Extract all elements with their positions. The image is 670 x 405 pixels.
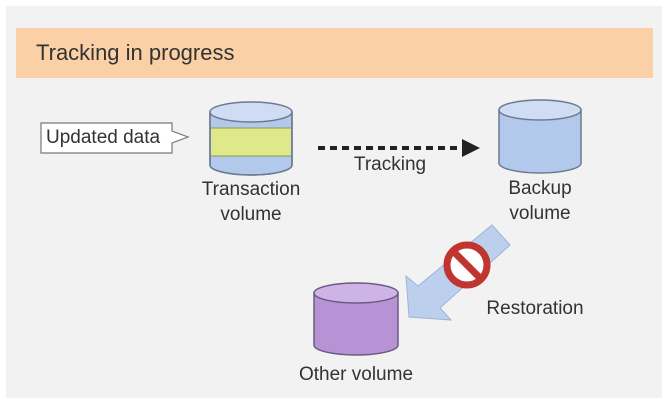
restoration-label: Restoration <box>486 298 584 319</box>
backup-volume-label-line1: Backup <box>508 178 572 199</box>
other-volume-cylinder <box>313 282 399 356</box>
transaction-volume-label-line2: volume <box>220 204 282 225</box>
tracking-arrow <box>318 139 480 157</box>
prohibited-icon <box>443 241 491 289</box>
updated-data-band <box>211 128 291 156</box>
transaction-volume-label-line1: Transaction <box>201 179 301 200</box>
other-volume-label: Other volume <box>298 364 414 385</box>
header-bar: Tracking in progress <box>16 28 653 78</box>
transaction-volume-cylinder <box>209 101 293 176</box>
updated-data-callout <box>40 122 190 154</box>
page-title: Tracking in progress <box>36 40 235 65</box>
tracking-label: Tracking <box>353 154 427 175</box>
backup-volume-label-line2: volume <box>509 203 571 224</box>
callout-text: Updated data <box>46 127 161 148</box>
backup-volume-cylinder <box>498 99 582 174</box>
